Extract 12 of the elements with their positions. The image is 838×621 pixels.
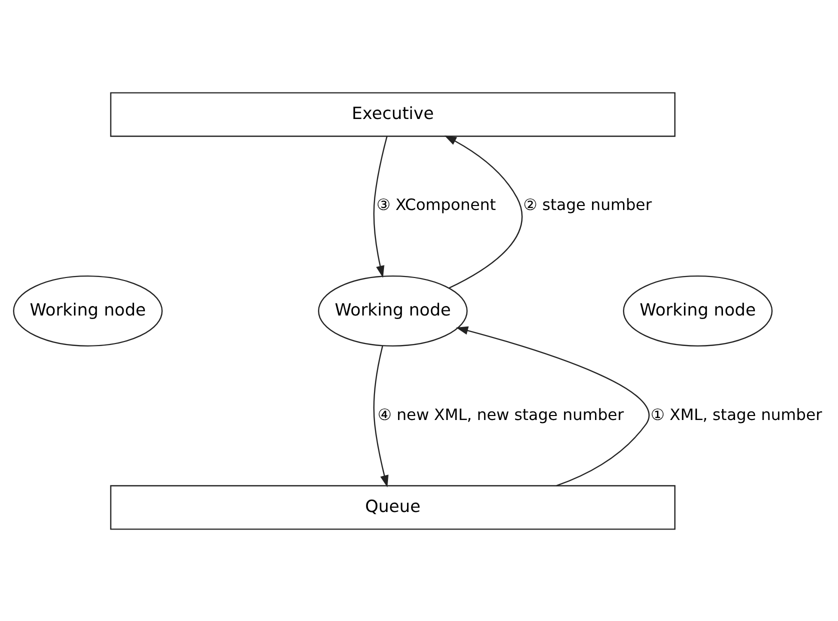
edge-label: ④ new XML, new stage number	[378, 404, 624, 424]
edge-label: ③ XComponent	[376, 194, 496, 214]
edge-label: ① XML, stage number	[650, 404, 822, 424]
arrow	[444, 134, 523, 288]
edge-label: ② stage number	[523, 194, 652, 214]
node-ellipse: Working node	[622, 274, 773, 346]
arrow	[456, 326, 650, 486]
arrow	[373, 345, 388, 487]
node-ellipse: Working node	[13, 274, 163, 346]
arrow	[373, 136, 388, 278]
node-box: Executive	[110, 92, 676, 136]
node-box: Queue	[110, 484, 676, 530]
